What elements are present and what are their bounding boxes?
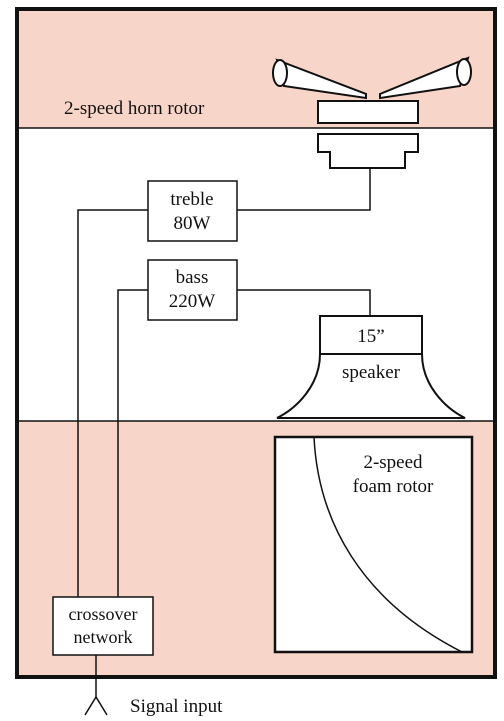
speaker-icon xyxy=(276,315,466,419)
treble-amp-label: treble xyxy=(170,189,213,210)
bass-amp-box xyxy=(147,259,238,321)
treble-amp-box xyxy=(147,180,238,242)
cabinet-outline xyxy=(15,7,497,679)
bass-amp-power: 220W xyxy=(169,291,216,312)
speaker-size-label: 15” xyxy=(357,326,384,347)
bass-amp-label: bass xyxy=(176,267,209,288)
foam-rotor-label-line1: 2-speed xyxy=(363,452,423,473)
foam-rotor-label-line2: foam rotor xyxy=(353,476,434,497)
crossover-label-line1: crossover xyxy=(69,604,138,624)
crossover-label-line2: network xyxy=(74,627,133,647)
treble-amp-power: 80W xyxy=(174,213,211,234)
horn-rotor-label: 2-speed horn rotor xyxy=(64,98,205,119)
horn-rotor-icon xyxy=(272,56,472,169)
speaker-label: speaker xyxy=(342,362,401,383)
signal-input-label: Signal input xyxy=(130,696,223,717)
crossover-network-box xyxy=(52,596,154,656)
foam-rotor-icon xyxy=(273,435,474,654)
wiring xyxy=(77,168,371,716)
